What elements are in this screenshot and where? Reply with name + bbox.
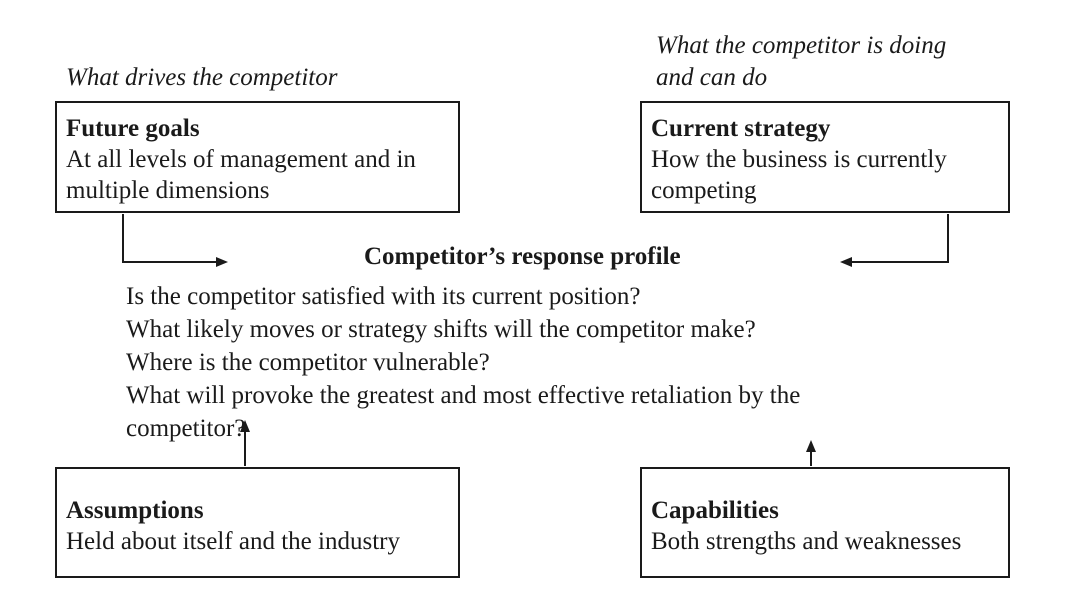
future-goals-arrowhead — [216, 257, 228, 267]
future-goals-title: Future goals — [66, 115, 200, 142]
current-strategy-box: Current strategy How the business is cur… — [640, 101, 1010, 213]
assumptions-box: Assumptions Held about itself and the in… — [55, 467, 460, 578]
profile-title: Competitor’s response profile — [364, 243, 681, 270]
profile-question-1: Is the competitor satisfied with its cur… — [126, 283, 641, 310]
current-strategy-connector — [852, 214, 949, 263]
caption-left: What drives the competitor — [66, 64, 338, 91]
capabilities-title: Capabilities — [651, 497, 779, 524]
current-strategy-title: Current strategy — [651, 115, 831, 142]
future-goals-box: Future goals At all levels of management… — [55, 101, 460, 213]
current-strategy-desc: How the business is currently competing — [651, 146, 947, 204]
capabilities-box: Capabilities Both strengths and weakness… — [640, 467, 1010, 578]
future-goals-connector — [122, 214, 218, 263]
assumptions-arrowhead — [240, 420, 250, 432]
caption-right-line1: What the competitor is doing — [656, 32, 947, 59]
capabilities-arrowhead — [806, 440, 816, 452]
profile-question-3: Where is the competitor vulnerable? — [126, 349, 490, 376]
assumptions-desc: Held about itself and the industry — [66, 528, 400, 555]
profile-questions: Is the competitor satisfied with its cur… — [126, 280, 916, 445]
profile-question-4: What will provoke the greatest and most … — [126, 382, 801, 442]
capabilities-desc: Both strengths and weaknesses — [651, 528, 962, 555]
caption-right-line2: and can do — [656, 64, 768, 91]
profile-question-2: What likely moves or strategy shifts wil… — [126, 316, 756, 343]
current-strategy-arrowhead — [840, 257, 852, 267]
future-goals-desc: At all levels of management and in multi… — [66, 146, 416, 204]
assumptions-title: Assumptions — [66, 497, 204, 524]
